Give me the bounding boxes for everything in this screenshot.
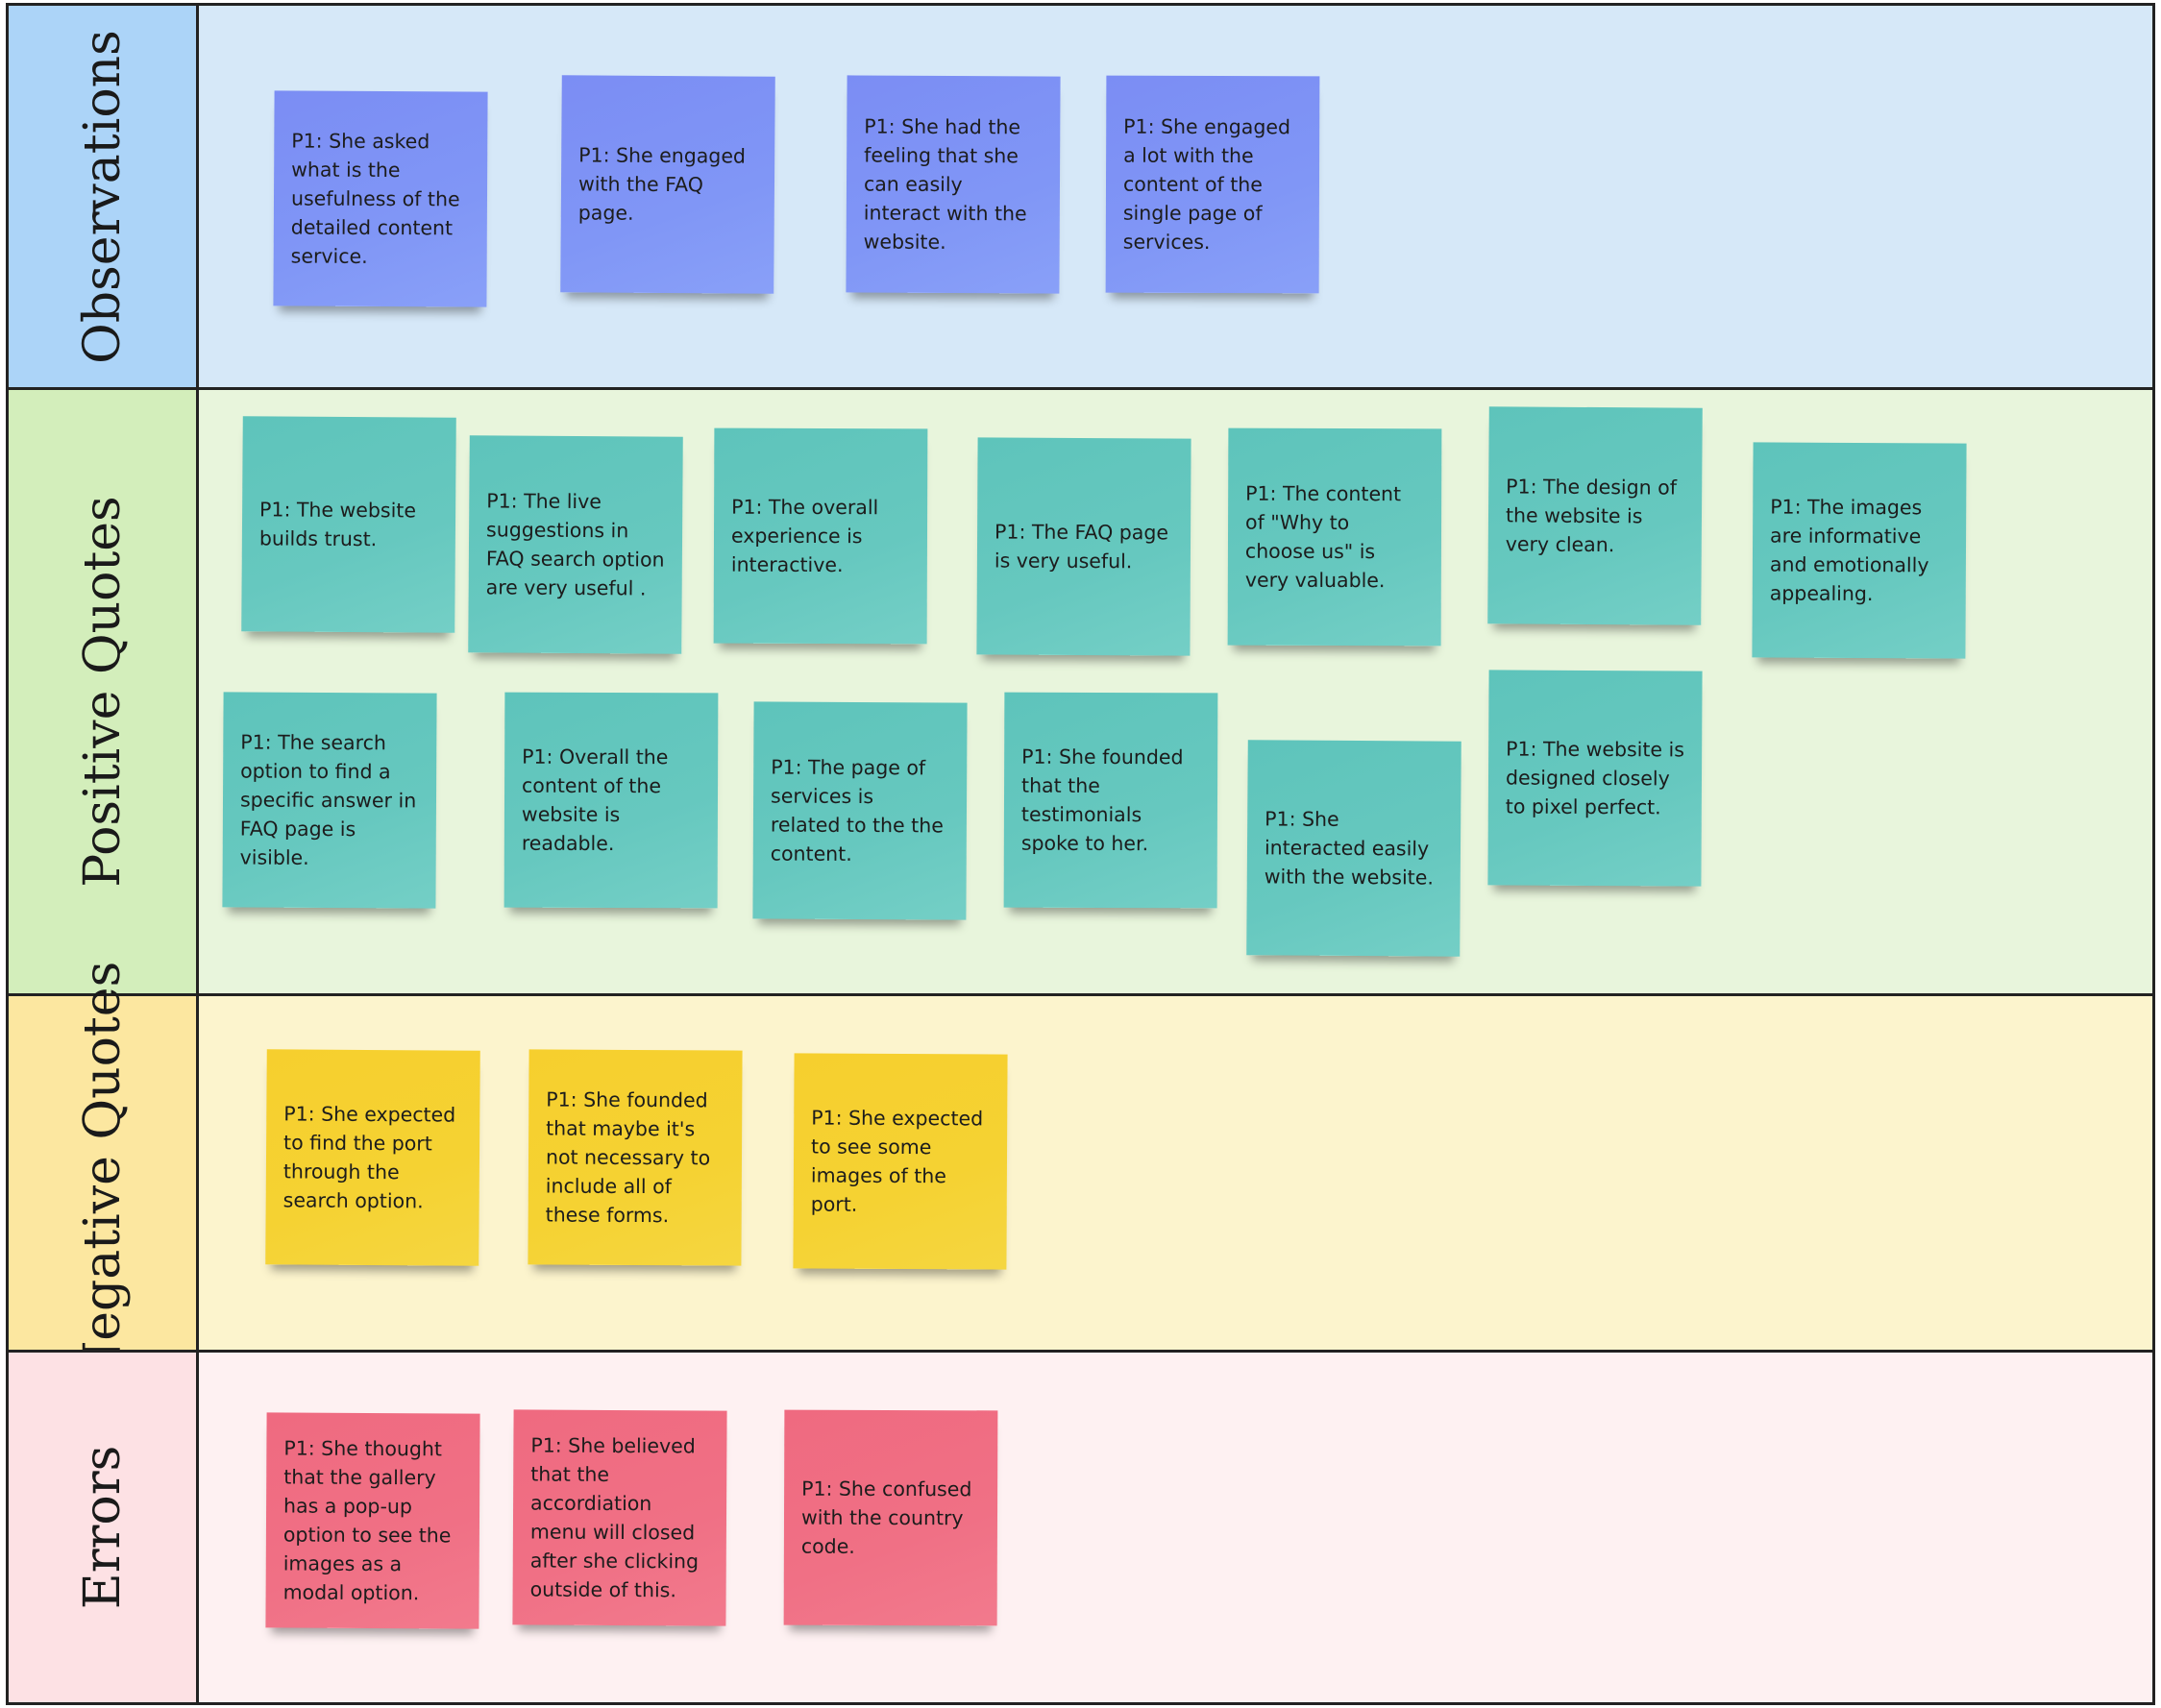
sticky-note-text: P1: The content of "Why to choose us" is… bbox=[1244, 481, 1402, 593]
row-label-negative-quotes: Negative Quotes bbox=[73, 961, 132, 1385]
sticky-note-text: P1: She thought that the gallery has a p… bbox=[282, 1436, 452, 1605]
row-label-cell-observations: Observations bbox=[9, 6, 199, 387]
sticky-note[interactable]: P1: She engaged a lot with the content o… bbox=[1105, 75, 1320, 294]
sticky-note[interactable]: P1: Overall the content of the website i… bbox=[503, 692, 719, 909]
sticky-note-text: P1: The FAQ page is very useful. bbox=[994, 520, 1169, 573]
sticky-note-text: P1: She asked what is the usefulness of … bbox=[290, 129, 460, 268]
sticky-note-text: P1: She engaged with the FAQ page. bbox=[577, 143, 747, 225]
sticky-note-text: P1: The page of services is related to t… bbox=[770, 755, 944, 866]
sticky-note[interactable]: P1: The images are informative and emoti… bbox=[1752, 442, 1967, 659]
sticky-note[interactable]: P1: The search option to find a specific… bbox=[222, 692, 437, 909]
row-label-positive-quotes: Positive Quotes bbox=[73, 496, 132, 888]
sticky-note[interactable]: P1: She founded that maybe it's not nece… bbox=[528, 1049, 743, 1266]
sticky-note-text: P1: She believed that the accordiation m… bbox=[529, 1433, 700, 1602]
sticky-note[interactable]: P1: The overall experience is interactiv… bbox=[713, 427, 928, 645]
row-observations: Observations P1: She asked what is the u… bbox=[9, 6, 2152, 387]
sticky-note[interactable]: P1: She engaged with the FAQ page. bbox=[560, 75, 775, 294]
sticky-note[interactable]: P1: She expected to see some images of t… bbox=[793, 1053, 1008, 1270]
row-label-observations: Observations bbox=[73, 29, 132, 364]
sticky-note-text: P1: She expected to see some images of t… bbox=[810, 1106, 984, 1216]
sticky-note-text: P1: The search option to find a specific… bbox=[239, 730, 417, 869]
row-label-cell-positive-quotes: Positive Quotes bbox=[9, 390, 199, 993]
sticky-note[interactable]: P1: She had the feeling that she can eas… bbox=[846, 75, 1061, 294]
sticky-note-text: P1: The overall experience is interactiv… bbox=[730, 495, 879, 577]
sticky-note[interactable]: P1: The page of services is related to t… bbox=[752, 701, 968, 920]
sticky-note-text: P1: She had the feeling that she can eas… bbox=[863, 114, 1027, 254]
sticky-note[interactable]: P1: The website builds trust. bbox=[241, 416, 456, 633]
sticky-note[interactable]: P1: She expected to find the port throug… bbox=[265, 1049, 480, 1266]
row-label-errors: Errors bbox=[73, 1445, 132, 1610]
row-label-cell-negative-quotes: Negative Quotes bbox=[9, 962, 199, 1384]
row-content-negative-quotes: P1: She expected to find the port throug… bbox=[199, 996, 2152, 1350]
sticky-note[interactable]: P1: She believed that the accordiation m… bbox=[512, 1409, 727, 1626]
sticky-note-text: P1: She expected to find the port throug… bbox=[282, 1102, 456, 1213]
sticky-note-text: P1: The live suggestions in FAQ search o… bbox=[485, 489, 665, 600]
sticky-note-text: P1: She founded that maybe it's not nece… bbox=[545, 1087, 711, 1228]
sticky-note[interactable]: P1: The content of "Why to choose us" is… bbox=[1227, 427, 1442, 647]
sticky-note-text: P1: She confused with the country code. bbox=[800, 1476, 972, 1558]
sticky-note-text: P1: The website is designed closely to p… bbox=[1505, 737, 1684, 819]
row-label-cell-errors: Errors bbox=[9, 1353, 199, 1702]
row-positive-quotes: Positive Quotes P1: The website builds t… bbox=[9, 387, 2152, 993]
row-content-errors: P1: She thought that the gallery has a p… bbox=[199, 1353, 2152, 1702]
sticky-note-text: P1: She interacted easily with the websi… bbox=[1264, 807, 1434, 890]
row-content-positive-quotes: P1: The website builds trust. P1: The li… bbox=[199, 390, 2152, 993]
sticky-note[interactable]: P1: The website is designed closely to p… bbox=[1487, 670, 1703, 887]
sticky-note[interactable]: P1: She founded that the testimonials sp… bbox=[1003, 692, 1218, 909]
row-negative-quotes: Negative Quotes P1: She expected to find… bbox=[9, 962, 2152, 1384]
sticky-note[interactable]: P1: The design of the website is very cl… bbox=[1487, 406, 1703, 625]
sticky-note[interactable]: P1: She confused with the country code. bbox=[783, 1409, 998, 1626]
sticky-note[interactable]: P1: She interacted easily with the websi… bbox=[1246, 740, 1461, 957]
row-errors: Errors P1: She thought that the gallery … bbox=[9, 1350, 2152, 1702]
sticky-note-text: P1: She founded that the testimonials sp… bbox=[1020, 744, 1184, 856]
sticky-note[interactable]: P1: The live suggestions in FAQ search o… bbox=[468, 435, 683, 654]
sticky-note-text: P1: The design of the website is very cl… bbox=[1505, 475, 1678, 557]
sticky-note-text: P1: Overall the content of the website i… bbox=[521, 744, 669, 856]
sticky-note[interactable]: P1: The FAQ page is very useful. bbox=[976, 437, 1191, 656]
affinity-board: Observations P1: She asked what is the u… bbox=[6, 3, 2155, 1705]
row-content-observations: P1: She asked what is the usefulness of … bbox=[199, 6, 2152, 387]
sticky-note-text: P1: The images are informative and emoti… bbox=[1769, 495, 1929, 606]
sticky-note-text: P1: She engaged a lot with the content o… bbox=[1122, 114, 1291, 254]
sticky-note[interactable]: P1: She asked what is the usefulness of … bbox=[273, 90, 488, 307]
sticky-note-text: P1: The website builds trust. bbox=[258, 498, 417, 551]
sticky-note[interactable]: P1: She thought that the gallery has a p… bbox=[265, 1412, 480, 1629]
